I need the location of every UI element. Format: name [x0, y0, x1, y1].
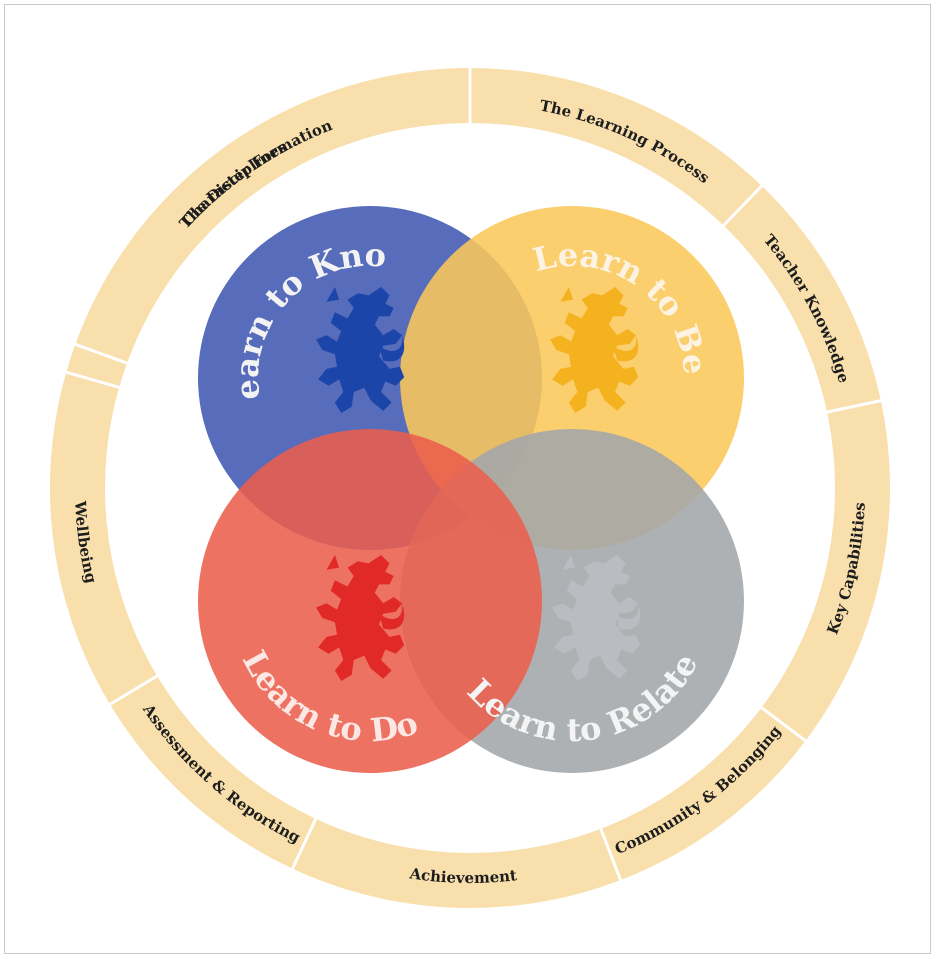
- ring-divider: [824, 398, 884, 414]
- ring-divider: [721, 183, 765, 228]
- ring-divider: [107, 673, 160, 707]
- ring-divider: [63, 370, 122, 390]
- ring-label-achievement: Achievement: [408, 864, 518, 887]
- ring-divider: [759, 705, 808, 744]
- ring-divider: [598, 826, 623, 883]
- ring-divider: [72, 342, 130, 366]
- ring-divider: [290, 816, 318, 872]
